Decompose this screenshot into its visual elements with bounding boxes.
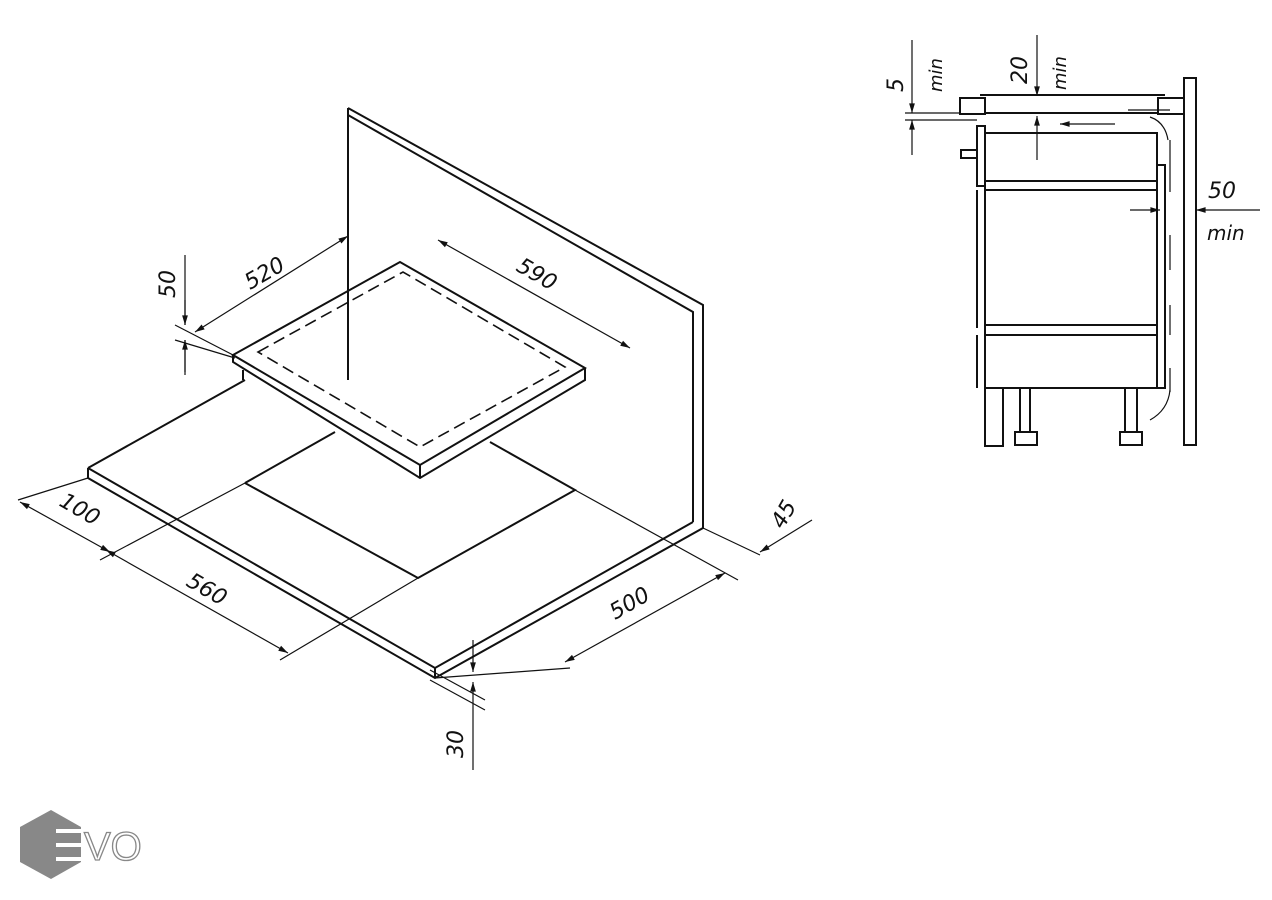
back-panel <box>347 107 704 522</box>
dim-hob-height: 50 <box>156 270 181 298</box>
logo-text: VO <box>84 825 142 869</box>
hob-body <box>984 132 1158 182</box>
section-view: 5 min 20 min 50 min <box>884 35 1260 447</box>
dimension-lines <box>17 235 813 770</box>
wall <box>1183 77 1197 446</box>
evo-logo: VO <box>20 810 142 879</box>
hob <box>230 260 587 480</box>
countertop <box>87 379 704 680</box>
dim-hob-width: 590 <box>512 254 561 297</box>
dim-countertop-thickness: 30 <box>444 730 469 758</box>
dim-clearance-label: min <box>1050 56 1071 90</box>
dim-clearance: 20 <box>1008 56 1033 84</box>
dim-back-offset: 45 <box>767 496 803 533</box>
dim-cutout-depth: 500 <box>606 583 655 626</box>
dim-cutout-width: 560 <box>182 569 231 612</box>
dim-wall-gap-label: min <box>1207 221 1245 245</box>
dim-gap-top: 5 <box>884 78 909 92</box>
dim-wall-gap: 50 <box>1208 179 1236 204</box>
dim-front-offset: 100 <box>55 489 104 532</box>
isometric-view: 520 590 50 100 560 500 45 30 <box>17 107 813 770</box>
dim-gap-top-label: min <box>926 58 947 92</box>
